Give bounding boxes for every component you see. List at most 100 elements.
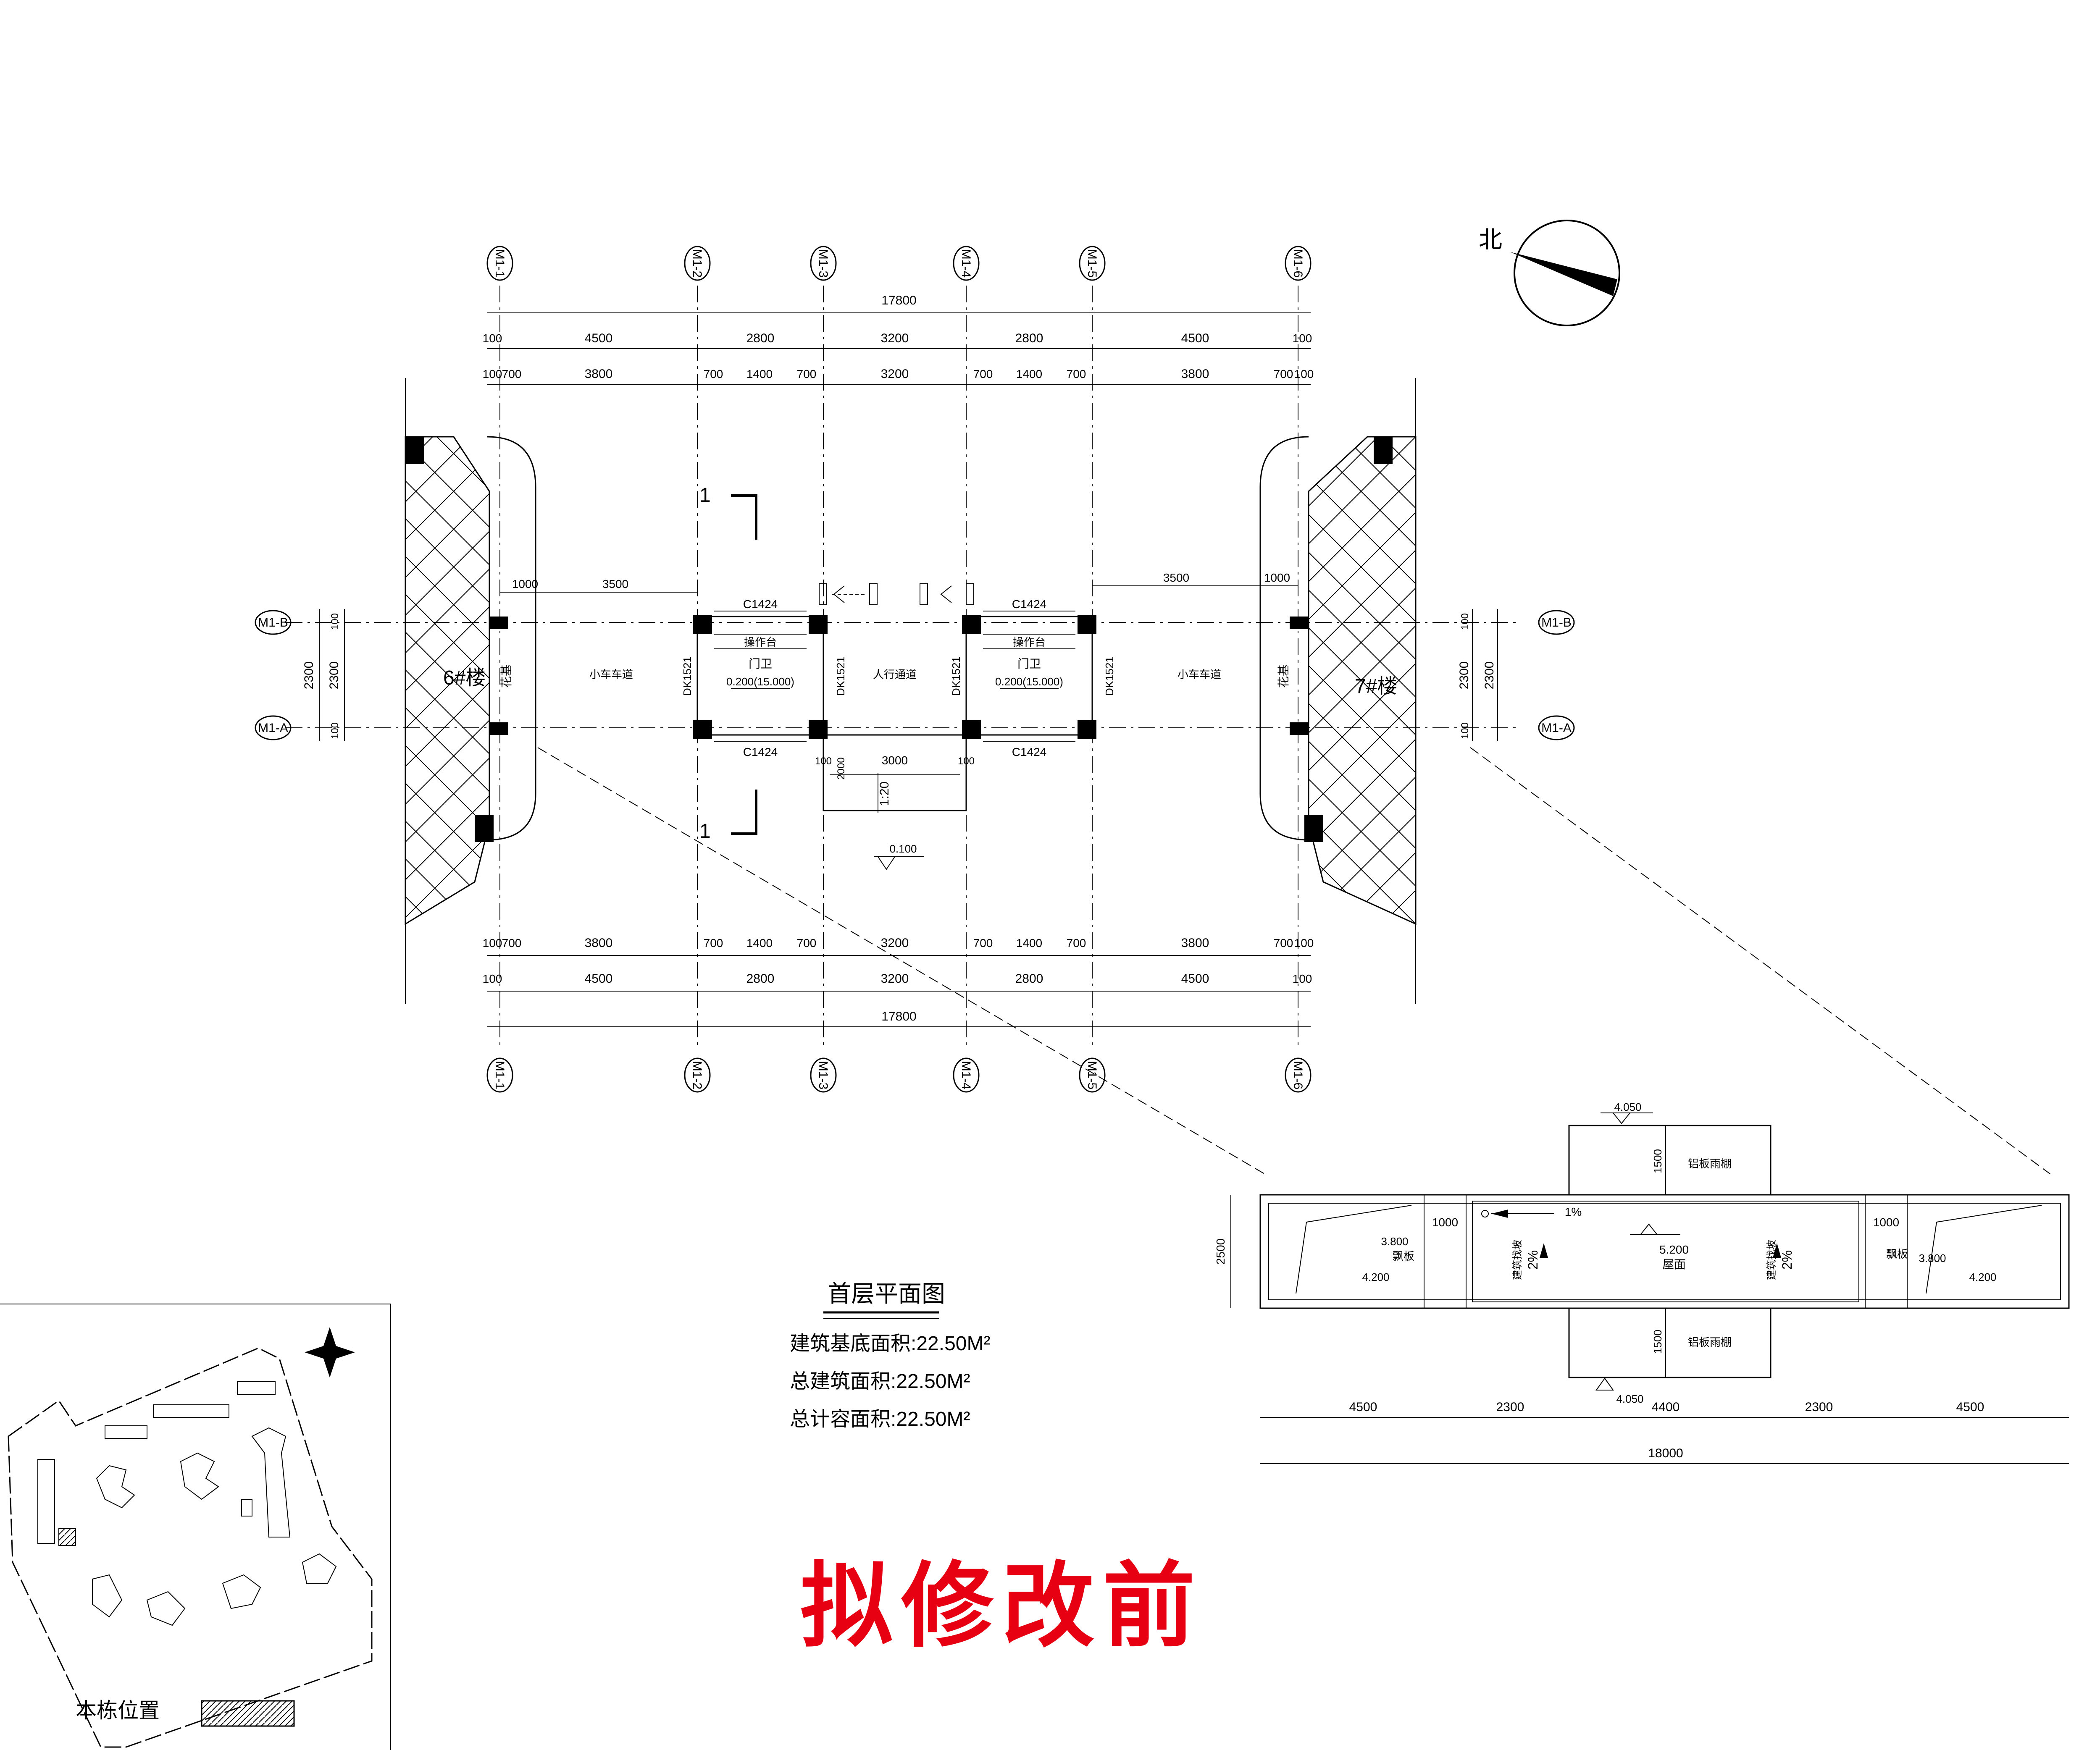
dim-text: 2300 [1457, 661, 1471, 690]
dim-text: 2800 [746, 331, 775, 345]
window-tag: C1424 [743, 598, 778, 611]
dim-text: 1000 [1432, 1216, 1458, 1229]
dim-text: 100 [483, 332, 502, 345]
dim-text: 100 [329, 722, 341, 739]
dim-text: 3200 [881, 367, 909, 381]
dim-text: 3800 [585, 936, 613, 950]
roof-dim: 4500 [1956, 1400, 1984, 1414]
north-circle [1514, 220, 1620, 326]
axis-label: M1-2 [690, 1061, 704, 1089]
dim-text: 3500 [1163, 571, 1189, 584]
roof-level: 5.200 [1659, 1243, 1689, 1256]
area-line-2: 总建筑面积:22.50M² [790, 1370, 970, 1393]
axis-label: M1-B [1541, 616, 1572, 630]
canopy-label: 铝板雨棚 [1688, 1157, 1732, 1170]
plan-title-block: 首层平面图 建筑基底面积:22.50M² 总建筑面积:22.50M² 总计容面积… [790, 1280, 990, 1430]
dim-text: 100 [1294, 367, 1314, 380]
area-line-1: 建筑基底面积:22.50M² [790, 1333, 990, 1355]
dim-text: 100 [1294, 937, 1314, 950]
canopy-dim: 1500 [1651, 1149, 1664, 1173]
dim-text: 1000 [1873, 1216, 1899, 1229]
car-lane-label: 小车车道 [1177, 668, 1221, 681]
building-label: 7#楼 [1355, 675, 1397, 698]
dim-text: 700 [797, 937, 817, 950]
dim-text: 700 [973, 937, 993, 950]
guard-level: 0.200(15.000) [995, 675, 1063, 688]
height-dim: 2500 [1214, 1238, 1227, 1265]
dim-text: 700 [704, 367, 723, 380]
compass-rose-icon [305, 1327, 355, 1377]
dim-text: 100 [815, 756, 832, 767]
dim-text: 2300 [1482, 661, 1496, 690]
window-tag: C1424 [743, 745, 778, 758]
axis-bubbles-bottom: M1-1 M1-2 M1-3 M1-4 M1-5 M1-6 [486, 1057, 1312, 1093]
level-tag: 3.800 [1381, 1235, 1408, 1248]
fold-slope: 2% [1779, 1250, 1795, 1270]
axis-label: M1-5 [1085, 1061, 1099, 1089]
level-tag: 3.800 [1919, 1252, 1946, 1265]
door-tag: DK1521 [1103, 656, 1116, 696]
slab-label: 飘板 [1393, 1250, 1414, 1262]
section-mark: 1 [699, 820, 711, 842]
dim-text: 100 [483, 937, 502, 950]
dim-text: 1400 [746, 367, 773, 380]
door-tag: DK1521 [950, 656, 962, 696]
dim-text: 4500 [1181, 972, 1209, 986]
guard-label: 门卫 [1017, 657, 1041, 670]
dim-text: 700 [1067, 367, 1086, 380]
dim-text: 1400 [746, 937, 773, 950]
dim-text: 2800 [1015, 331, 1043, 345]
roof-dim: 4500 [1349, 1400, 1377, 1414]
ped-lane-label: 人行通道 [873, 668, 917, 681]
console-label: 操作台 [744, 636, 777, 648]
plan-title: 首层平面图 [828, 1280, 945, 1307]
dim-text: 700 [704, 937, 723, 950]
right-building-wing: 7#楼 花基 [1259, 378, 1417, 1004]
dim-text: 100 [483, 367, 502, 380]
axis-label: M1-1 [493, 249, 507, 278]
dim-text: 3200 [881, 331, 909, 345]
window-tag: C1424 [1012, 598, 1047, 611]
revision-stamp: 拟修改前 [800, 1551, 1204, 1660]
canopy-dim: 1500 [1651, 1330, 1664, 1354]
dim-text: 3800 [1181, 367, 1209, 381]
roof-dim: 2300 [1805, 1400, 1833, 1414]
axis-label: M1-6 [1291, 1061, 1305, 1089]
dim-text: 1000 [1264, 571, 1290, 584]
axis-label: M1-6 [1291, 249, 1305, 278]
dim-text: 4500 [585, 331, 613, 345]
north-arrow: 北 [1479, 220, 1620, 326]
location-label: 本栋位置 [76, 1699, 160, 1722]
window-tag: C1424 [1012, 745, 1047, 758]
dim-text: 4500 [1181, 331, 1209, 345]
dim-text: 3800 [585, 367, 613, 381]
dim-text: 700 [1274, 937, 1293, 950]
planter-label: 花基 [500, 664, 513, 688]
north-label: 北 [1479, 226, 1502, 253]
axis-label: M1-3 [816, 1061, 830, 1089]
section-mark: 1 [699, 484, 711, 506]
dimensions-top: 17800 100 4500 2800 3200 2800 4500 100 1… [483, 294, 1314, 385]
dim-text: 700 [502, 367, 522, 380]
dim-text: 700 [797, 367, 817, 380]
axis-label: M1-4 [959, 1061, 973, 1089]
dim-text: 3000 [882, 754, 908, 767]
fold-label: 建筑找坡 [1512, 1240, 1523, 1280]
axis-lines [286, 286, 1517, 1046]
dimensions-bottom: 100 700 3800 700 1400 700 3200 700 1400 … [483, 936, 1314, 1027]
ramp-slope: 1:20 [878, 782, 891, 806]
dim-text: 2000 [836, 757, 847, 779]
level-tag: 4.200 [1969, 1271, 1996, 1283]
dim-text: 2800 [1015, 972, 1043, 986]
door-tag: DK1521 [681, 656, 694, 696]
area-line-3: 总计容面积:22.50M² [790, 1408, 970, 1430]
axis-label: M1-4 [959, 249, 973, 278]
dim-text: 100 [958, 756, 975, 767]
fold-slope: 2% [1525, 1250, 1540, 1270]
dimensions-sides: 2300 2300 100 100 2300 2300 100 100 [302, 609, 1498, 741]
dim-text: 100 [329, 613, 341, 630]
dim-text: 700 [1274, 367, 1293, 380]
dim-text: 1400 [1016, 367, 1042, 380]
roof-dim-overall: 18000 [1648, 1446, 1683, 1460]
